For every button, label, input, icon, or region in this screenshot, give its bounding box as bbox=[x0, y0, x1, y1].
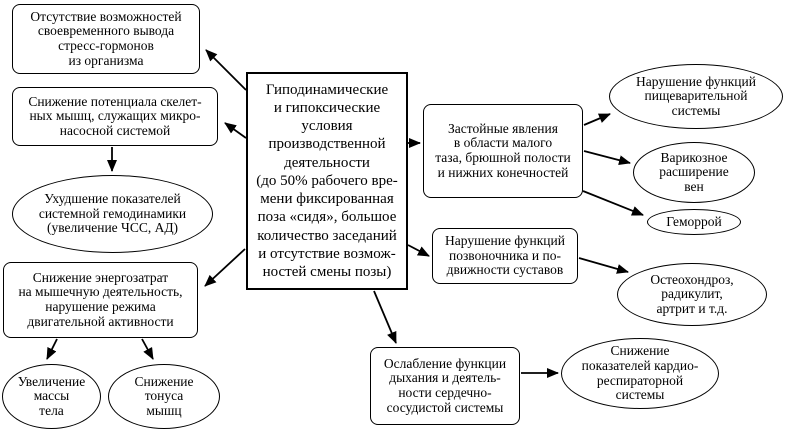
node-energy-expenditure: Снижение энергозатрат на мышечную деятел… bbox=[3, 262, 198, 338]
arrow-stagnation-to-hemorrhoid bbox=[582, 190, 644, 216]
arrow-spine-to-osteo bbox=[578, 257, 629, 274]
node-spine-joints: Нарушение функций позвоночника и по- дви… bbox=[432, 228, 578, 284]
arrow-energy-to-mass bbox=[46, 338, 58, 360]
node-digestive-system: Нарушение функций пищеварительной систем… bbox=[609, 64, 783, 129]
node-cardiorespiratory: Снижение показателей кардио- респираторн… bbox=[561, 338, 719, 409]
arrow-center-to-stress bbox=[205, 49, 247, 91]
node-muscle-tonus: Снижение тонуса мышц bbox=[108, 364, 220, 429]
arrow-center-to-energy bbox=[204, 248, 246, 287]
node-stagnation: Застойные явления в области малого таза,… bbox=[423, 104, 583, 198]
node-central-conditions: Гиподинамические и гипоксические условия… bbox=[246, 72, 408, 290]
arrow-stagnation-to-digestive bbox=[583, 113, 611, 126]
node-body-mass: Увеличение массы тела bbox=[2, 364, 101, 429]
node-skeletal-muscles: Снижение потенциала скелет- ных мышц, сл… bbox=[12, 87, 218, 146]
arrow-stagnation-to-varicose bbox=[583, 150, 631, 166]
node-hemodynamics: Ухудшение показателей системной гемодина… bbox=[12, 175, 213, 253]
node-breathing-cardio: Ослабление функции дыхания и деятель- но… bbox=[370, 347, 520, 425]
node-varicose-veins: Варикозное расширение вен bbox=[633, 142, 755, 203]
arrow-center-to-skeletal bbox=[224, 122, 247, 139]
arrow-energy-to-tonus bbox=[141, 338, 154, 360]
node-stress-hormones: Отсутствие возможностей своевременного в… bbox=[12, 4, 200, 74]
arrow-center-to-spine bbox=[407, 244, 430, 257]
node-osteochondrosis: Остеохондроз, радикулит, артрит и т.д. bbox=[617, 263, 767, 326]
arrow-center-to-breathing bbox=[373, 290, 397, 344]
node-hemorrhoid: Геморрой bbox=[647, 209, 741, 235]
